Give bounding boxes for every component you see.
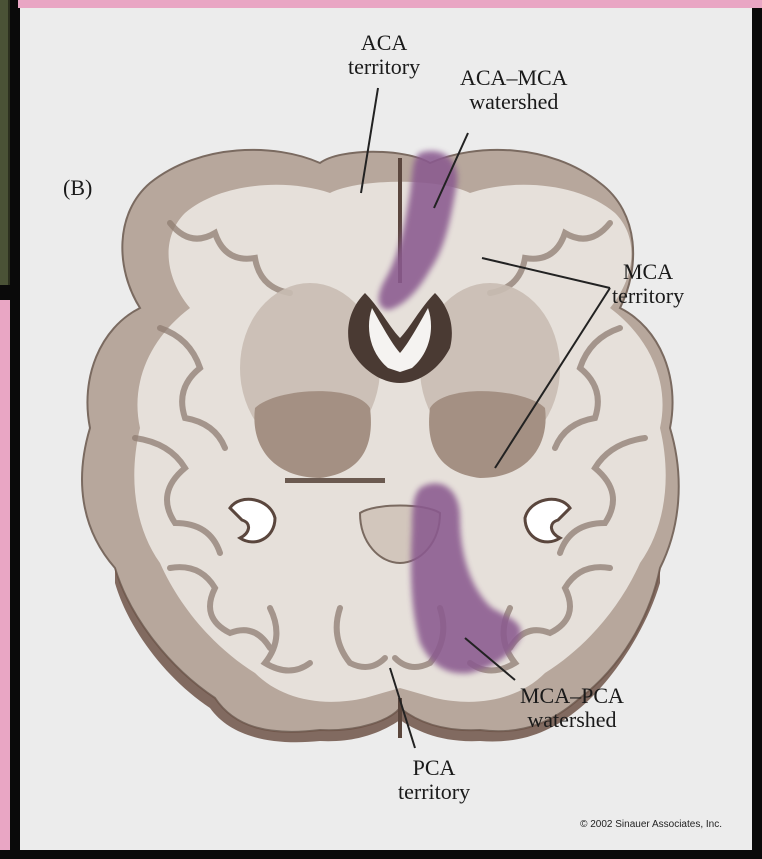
frame-accent-left xyxy=(0,300,10,850)
copyright-notice: © 2002 Sinauer Associates, Inc. xyxy=(580,819,722,830)
aca-territory-line-1: ACA xyxy=(348,31,420,55)
frame-accent-top xyxy=(18,0,762,8)
aca-mca-watershed-line-2: watershed xyxy=(460,90,568,114)
mca-pca-watershed-line-1: MCA–PCA xyxy=(520,684,624,708)
frame-accent-left-dark xyxy=(0,0,10,285)
pca-territory-line-2: territory xyxy=(398,780,470,804)
mca-territory-label: MCA territory xyxy=(612,260,684,308)
mca-pca-watershed-label: MCA–PCA watershed xyxy=(520,684,624,732)
figure-panel: (B) ACA territory ACA–MCA watershed MCA … xyxy=(20,8,752,850)
brain-axial-section-illustration xyxy=(20,8,752,850)
mca-territory-line-2: territory xyxy=(612,284,684,308)
mca-territory-line-1: MCA xyxy=(612,260,684,284)
pca-territory-line-1: PCA xyxy=(398,756,470,780)
aca-mca-watershed-label: ACA–MCA watershed xyxy=(460,66,568,114)
third-ventricle xyxy=(285,478,385,483)
mca-pca-watershed-line-2: watershed xyxy=(520,708,624,732)
panel-label: (B) xyxy=(63,176,92,200)
pca-territory-label: PCA territory xyxy=(398,756,470,804)
aca-territory-line-2: territory xyxy=(348,55,420,79)
aca-mca-watershed-line-1: ACA–MCA xyxy=(460,66,568,90)
aca-territory-label: ACA territory xyxy=(348,31,420,79)
